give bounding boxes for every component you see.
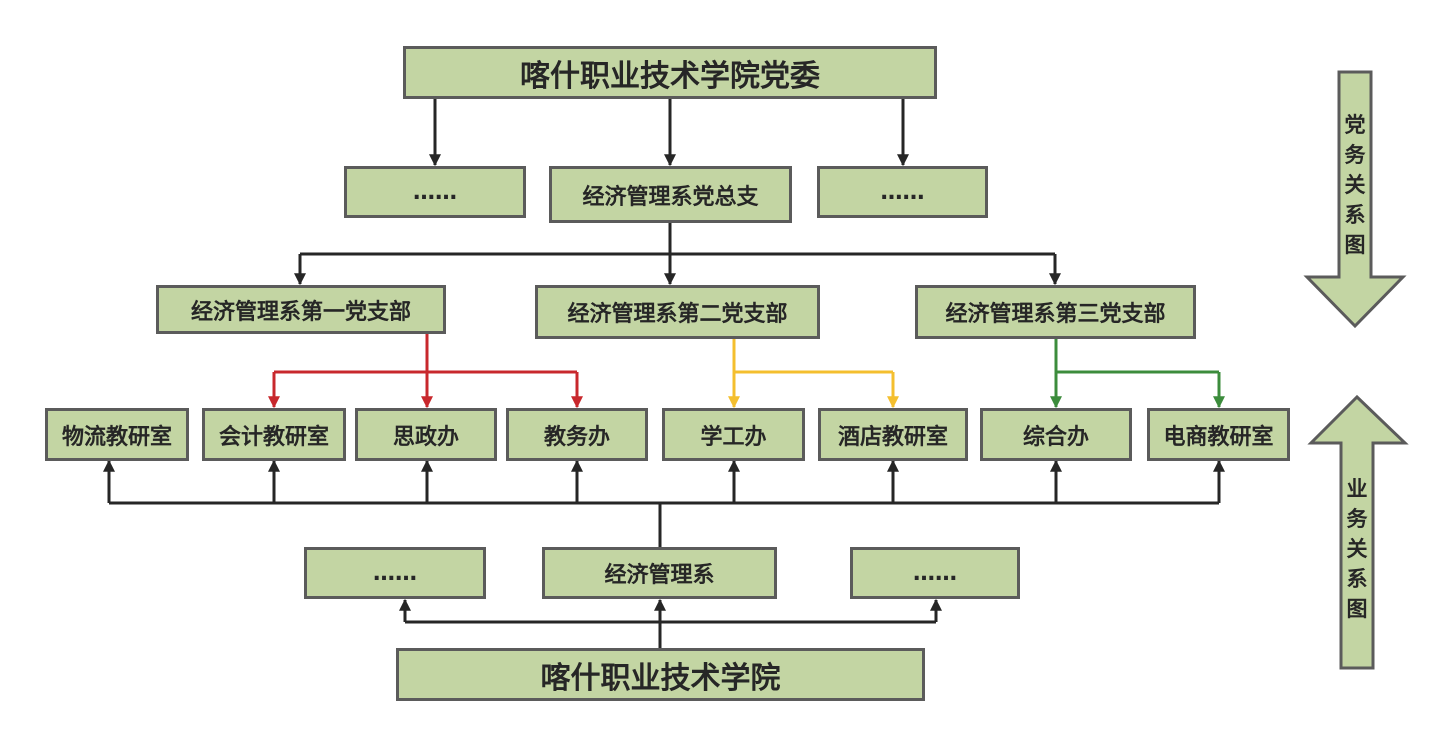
office-logistics-box: 物流教研室 (45, 408, 189, 461)
office-hotel-box: 酒店教研室 (818, 408, 968, 461)
party-relation-text: 党务关系图 (1344, 113, 1366, 257)
college-box: 喀什职业技术学院 (396, 648, 925, 701)
office-ecommerce-box: 电商教研室 (1147, 408, 1290, 461)
business-relation-up-arrow (1307, 394, 1409, 670)
department-economics-box: 经济管理系 (542, 547, 777, 599)
office-ideology-box: 思政办 (355, 408, 497, 461)
general-branch-to-branches-lines (294, 222, 1061, 286)
college-to-departments-lines (399, 598, 942, 648)
general-branch-other-right: …… (817, 166, 988, 218)
party-relation-label: 党务关系图 (1340, 110, 1370, 260)
party-committee-box: 喀什职业技术学院党委 (403, 46, 937, 99)
business-relation-label: 业务关系图 (1342, 474, 1372, 624)
general-branch-economics-box: 经济管理系党总支 (549, 166, 792, 223)
general-branch-other-left: …… (344, 166, 526, 218)
committee-to-general-branch-lines (429, 97, 909, 167)
branch-2-lines (728, 338, 899, 409)
office-academic-affairs-box: 教务办 (506, 408, 648, 461)
branch-1-lines (268, 333, 583, 409)
party-branch-2-box: 经济管理系第二党支部 (535, 285, 820, 339)
office-accounting-box: 会计教研室 (202, 408, 346, 461)
business-relation-text: 业务关系图 (1346, 477, 1368, 621)
party-branch-3-box: 经济管理系第三党支部 (915, 285, 1196, 339)
branch-3-lines (1050, 338, 1225, 409)
party-relation-down-arrow (1303, 70, 1407, 329)
department-other-right: …… (850, 547, 1020, 599)
department-to-offices-lines (103, 459, 1225, 547)
office-student-affairs-box: 学工办 (662, 408, 805, 461)
office-general-box: 综合办 (980, 408, 1132, 461)
party-branch-1-box: 经济管理系第一党支部 (156, 285, 446, 334)
department-other-left: …… (304, 547, 486, 599)
